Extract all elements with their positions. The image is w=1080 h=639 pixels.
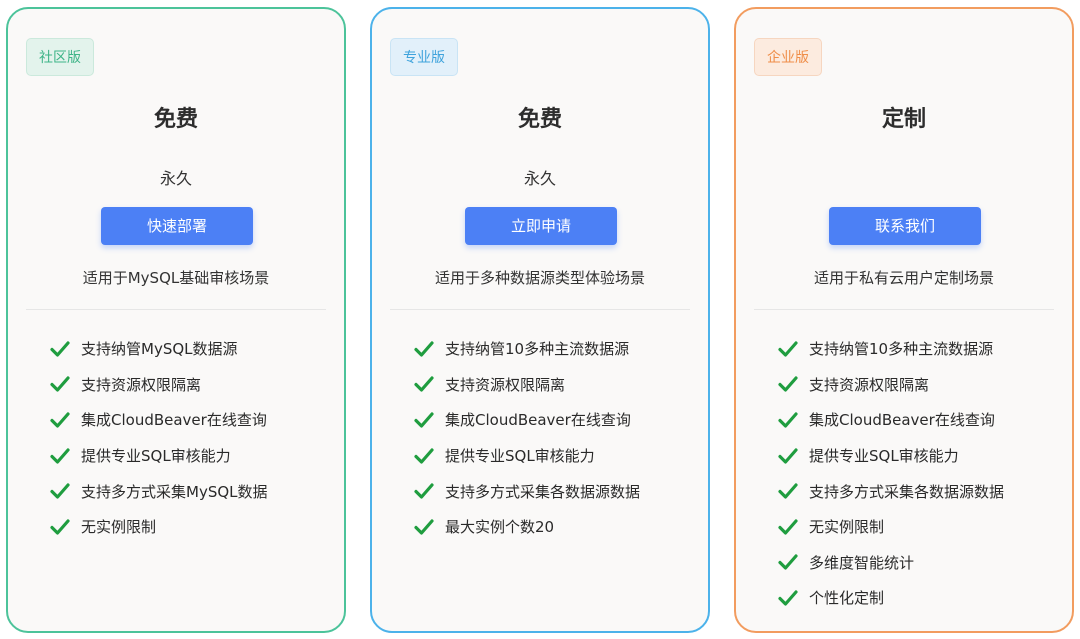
check-icon — [414, 482, 436, 500]
check-icon — [414, 340, 436, 358]
feature-text: 支持多方式采集MySQL数据 — [81, 482, 268, 501]
feature-item: 支持纳管10多种主流数据源 — [414, 331, 640, 367]
feature-item: 无实例限制 — [778, 509, 1004, 545]
pricing-card-professional: 专业版 免费 永久 立即申请 适用于多种数据源类型体验场景 支持纳管10多种主流… — [370, 7, 710, 633]
feature-item: 最大实例个数20 — [414, 509, 640, 545]
divider — [26, 309, 326, 310]
feature-text: 支持纳管10多种主流数据源 — [809, 340, 994, 359]
price-label: 免费 — [517, 107, 562, 132]
feature-item: 支持资源权限隔离 — [50, 367, 268, 403]
period-label: 永久 — [159, 169, 192, 188]
check-icon — [778, 340, 800, 358]
scenario-text: 适用于MySQL基础审核场景 — [82, 269, 270, 287]
check-icon — [778, 589, 800, 607]
feature-item: 多维度智能统计 — [778, 545, 1004, 581]
edition-badge: 企业版 — [754, 38, 822, 76]
feature-item: 支持多方式采集各数据源数据 — [778, 473, 1004, 509]
check-icon — [50, 375, 72, 393]
feature-text: 支持纳管MySQL数据源 — [81, 340, 238, 359]
check-icon — [778, 375, 800, 393]
price-label: 定制 — [881, 107, 926, 132]
divider — [390, 309, 690, 310]
edition-badge: 专业版 — [390, 38, 458, 76]
feature-list: 支持纳管10多种主流数据源支持资源权限隔离集成CloudBeaver在线查询提供… — [778, 331, 1004, 616]
contact-us-button[interactable]: 联系我们 — [829, 207, 981, 245]
feature-text: 多维度智能统计 — [809, 553, 915, 572]
feature-item: 集成CloudBeaver在线查询 — [50, 402, 268, 438]
feature-text: 提供专业SQL审核能力 — [809, 447, 959, 466]
edition-badge: 社区版 — [26, 38, 94, 76]
feature-text: 提供专业SQL审核能力 — [445, 447, 595, 466]
check-icon — [50, 411, 72, 429]
check-icon — [778, 553, 800, 571]
feature-item: 提供专业SQL审核能力 — [50, 438, 268, 474]
scenario-text: 适用于私有云用户定制场景 — [813, 269, 994, 287]
feature-text: 支持资源权限隔离 — [445, 375, 566, 394]
check-icon — [50, 518, 72, 536]
feature-text: 集成CloudBeaver在线查询 — [809, 411, 995, 430]
period-label: 永久 — [523, 169, 556, 188]
feature-list: 支持纳管MySQL数据源支持资源权限隔离集成CloudBeaver在线查询提供专… — [50, 331, 268, 545]
feature-list: 支持纳管10多种主流数据源支持资源权限隔离集成CloudBeaver在线查询提供… — [414, 331, 640, 545]
feature-item: 提供专业SQL审核能力 — [778, 438, 1004, 474]
feature-text: 无实例限制 — [809, 518, 885, 537]
feature-item: 个性化定制 — [778, 580, 1004, 616]
feature-item: 支持资源权限隔离 — [778, 367, 1004, 403]
feature-text: 支持纳管10多种主流数据源 — [445, 340, 630, 359]
deploy-button[interactable]: 快速部署 — [101, 207, 253, 245]
feature-item: 支持资源权限隔离 — [414, 367, 640, 403]
check-icon — [50, 340, 72, 358]
feature-item: 支持纳管10多种主流数据源 — [778, 331, 1004, 367]
price-label: 免费 — [153, 107, 198, 132]
feature-text: 集成CloudBeaver在线查询 — [445, 411, 631, 430]
feature-text: 支持资源权限隔离 — [809, 375, 930, 394]
check-icon — [778, 518, 800, 536]
pricing-card-community: 社区版 免费 永久 快速部署 适用于MySQL基础审核场景 支持纳管MySQL数… — [6, 7, 346, 633]
feature-text: 支持多方式采集各数据源数据 — [445, 482, 641, 501]
feature-text: 支持资源权限隔离 — [81, 375, 202, 394]
check-icon — [778, 482, 800, 500]
check-icon — [778, 411, 800, 429]
feature-text: 提供专业SQL审核能力 — [81, 447, 231, 466]
check-icon — [414, 447, 436, 465]
scenario-text: 适用于多种数据源类型体验场景 — [434, 269, 645, 287]
feature-item: 支持纳管MySQL数据源 — [50, 331, 268, 367]
check-icon — [414, 411, 436, 429]
pricing-card-enterprise: 企业版 定制 联系我们 适用于私有云用户定制场景 支持纳管10多种主流数据源支持… — [734, 7, 1074, 633]
feature-text: 个性化定制 — [809, 589, 885, 608]
check-icon — [414, 518, 436, 536]
feature-item: 支持多方式采集各数据源数据 — [414, 473, 640, 509]
feature-text: 支持多方式采集各数据源数据 — [809, 482, 1005, 501]
check-icon — [414, 375, 436, 393]
feature-item: 集成CloudBeaver在线查询 — [414, 402, 640, 438]
feature-item: 集成CloudBeaver在线查询 — [778, 402, 1004, 438]
apply-button[interactable]: 立即申请 — [465, 207, 617, 245]
check-icon — [778, 447, 800, 465]
feature-item: 无实例限制 — [50, 509, 268, 545]
feature-item: 提供专业SQL审核能力 — [414, 438, 640, 474]
feature-text: 无实例限制 — [81, 518, 157, 537]
divider — [754, 309, 1054, 310]
feature-item: 支持多方式采集MySQL数据 — [50, 473, 268, 509]
check-icon — [50, 482, 72, 500]
check-icon — [50, 447, 72, 465]
feature-text: 最大实例个数20 — [445, 518, 555, 537]
feature-text: 集成CloudBeaver在线查询 — [81, 411, 267, 430]
